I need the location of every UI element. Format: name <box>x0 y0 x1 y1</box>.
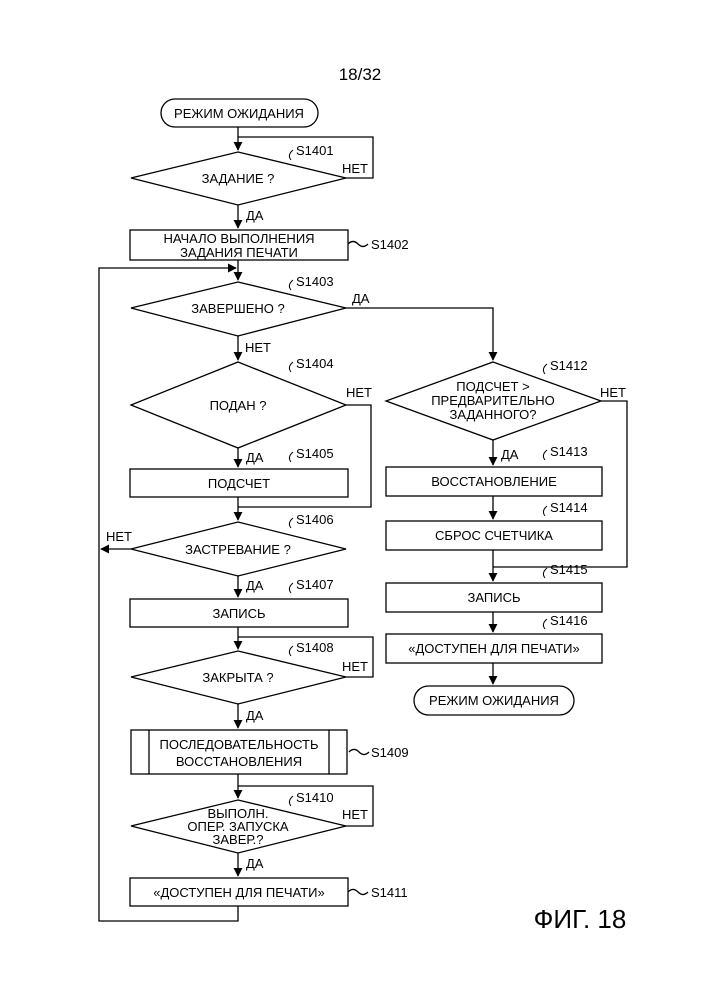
process-s1402-label-1: НАЧАЛО ВЫПОЛНЕНИЯ <box>163 231 314 246</box>
decision-s1401-label: ЗАДАНИЕ ? <box>202 171 275 186</box>
s1404-yes-label: ДА <box>246 450 264 465</box>
process-s1407-label: ЗАПИСЬ <box>213 606 266 621</box>
end-terminal-label: РЕЖИМ ОЖИДАНИЯ <box>429 693 559 708</box>
step-s1401: S1401 <box>296 143 334 158</box>
decision-s1403-label: ЗАВЕРШЕНО ? <box>191 301 284 316</box>
process-s1405-label: ПОДСЧЕТ <box>208 476 270 491</box>
figure-label: ФИГ. 18 <box>534 904 627 934</box>
process-s1415-label: ЗАПИСЬ <box>468 590 521 605</box>
process-s1413-label: ВОССТАНОВЛЕНИЕ <box>431 474 557 489</box>
step-s1409: S1409 <box>371 745 409 760</box>
step-s1408: S1408 <box>296 640 334 655</box>
s1408-yes-label: ДА <box>246 708 264 723</box>
s1410-yes-label: ДА <box>246 856 264 871</box>
decision-s1404-label: ПОДАН ? <box>210 398 267 413</box>
s1406-no-label: НЕТ <box>106 529 132 544</box>
step-s1411: S1411 <box>371 885 408 900</box>
s1403-no-label: НЕТ <box>245 340 271 355</box>
process-s1416-label: «ДОСТУПЕН ДЛЯ ПЕЧАТИ» <box>408 641 580 656</box>
process-s1414-label: СБРОС СЧЕТЧИКА <box>435 528 553 543</box>
step-s1404: S1404 <box>296 356 334 371</box>
s1408-no-label: НЕТ <box>342 659 368 674</box>
subprocess-s1409-label-2: ВОССТАНОВЛЕНИЯ <box>176 754 302 769</box>
s1401-yes-label: ДА <box>246 208 264 223</box>
s1406-yes-label: ДА <box>246 578 264 593</box>
s1403-yes-label: ДА <box>352 291 370 306</box>
s1401-no-label: НЕТ <box>342 161 368 176</box>
process-s1411-label: «ДОСТУПЕН ДЛЯ ПЕЧАТИ» <box>153 885 325 900</box>
decision-s1410-label-3: ЗАВЕР.? <box>213 832 264 847</box>
decision-s1412-label-2: ПРЕДВАРИТЕЛЬНО <box>431 393 555 408</box>
decision-s1412-label-1: ПОДСЧЕТ > <box>456 379 529 394</box>
step-s1416: S1416 <box>550 613 588 628</box>
page-number: 18/32 <box>339 65 382 84</box>
s1412-no-label: НЕТ <box>600 385 626 400</box>
start-terminal-label: РЕЖИМ ОЖИДАНИЯ <box>174 106 304 121</box>
s1410-no-label: НЕТ <box>342 807 368 822</box>
subprocess-s1409-label-1: ПОСЛЕДОВАТЕЛЬНОСТЬ <box>159 737 318 752</box>
step-s1412: S1412 <box>550 358 588 373</box>
step-s1406: S1406 <box>296 512 334 527</box>
step-s1405: S1405 <box>296 446 334 461</box>
step-s1410: S1410 <box>296 790 334 805</box>
decision-s1408-label: ЗАКРЫТА ? <box>202 670 273 685</box>
step-s1415: S1415 <box>550 562 588 577</box>
decision-s1412-label-3: ЗАДАННОГО? <box>450 407 537 422</box>
step-s1414: S1414 <box>550 500 588 515</box>
s1404-no-label: НЕТ <box>346 385 372 400</box>
process-s1402-label-2: ЗАДАНИЯ ПЕЧАТИ <box>180 245 298 260</box>
step-s1413: S1413 <box>550 444 588 459</box>
s1412-yes-label: ДА <box>501 447 519 462</box>
decision-s1406-label: ЗАСТРЕВАНИЕ ? <box>185 542 291 557</box>
step-s1407: S1407 <box>296 577 334 592</box>
step-s1403: S1403 <box>296 274 334 289</box>
step-s1402: S1402 <box>371 237 409 252</box>
